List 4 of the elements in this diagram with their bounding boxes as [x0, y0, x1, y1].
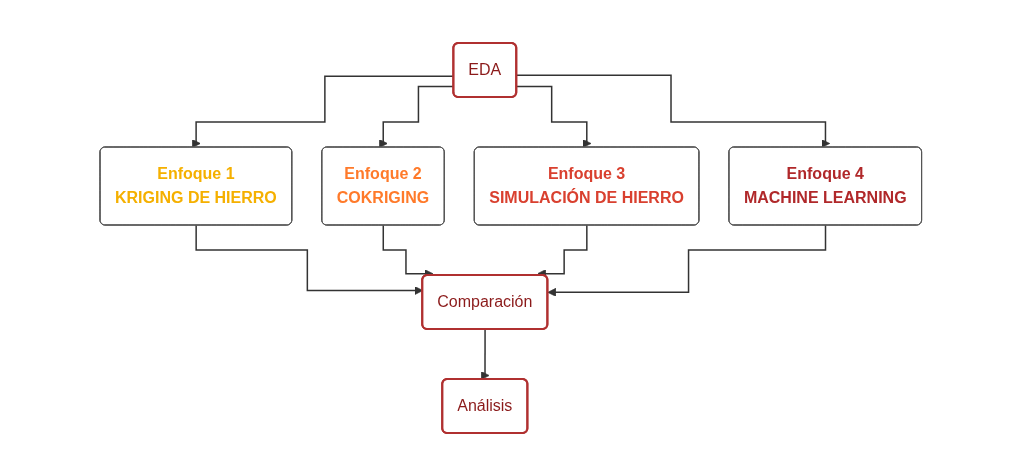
arrow: [480, 328, 490, 380]
arrow: [547, 224, 827, 297]
arrow: [515, 85, 592, 148]
arrow: [515, 74, 830, 148]
